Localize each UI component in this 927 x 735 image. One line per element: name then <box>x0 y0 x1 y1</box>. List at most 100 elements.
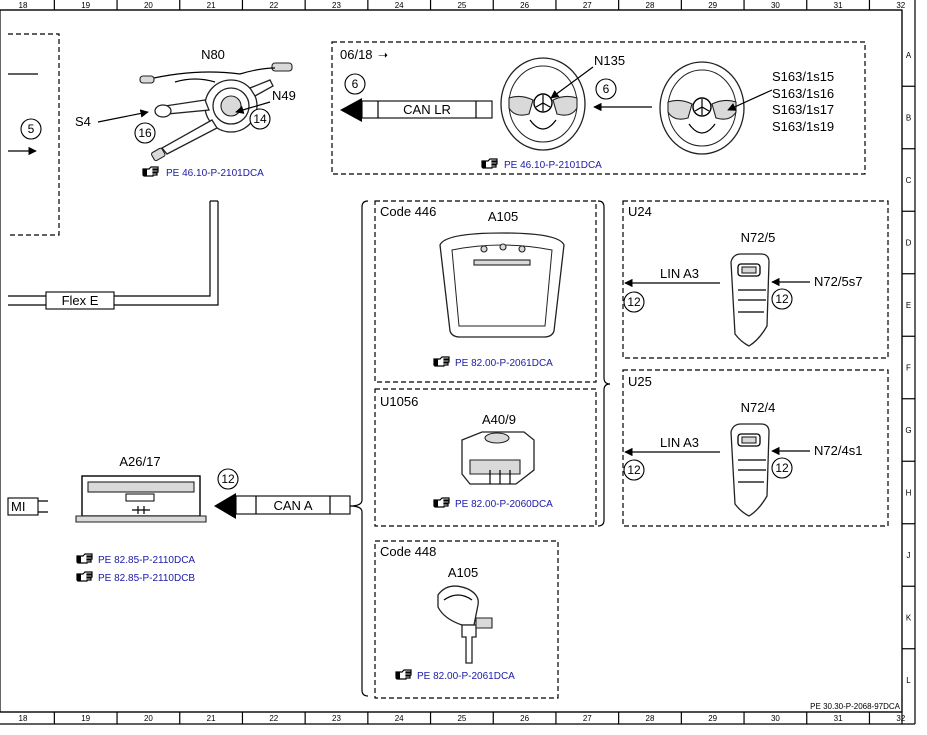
pointing-hand-icon <box>433 497 450 508</box>
circle-14: 14 <box>253 112 267 126</box>
u24-box: U24 N72/5 LIN A3 12 N72/5s7 12 <box>622 200 889 359</box>
group-brace <box>349 200 369 697</box>
a26-circle: 12 <box>221 472 235 486</box>
column-label: 24 <box>395 714 404 723</box>
flex-e-label: Flex E <box>62 293 99 308</box>
row-label: G <box>905 426 911 435</box>
left-circle-label: 5 <box>28 122 35 136</box>
u24-title: N72/5 <box>741 230 776 245</box>
u1056-title: A40/9 <box>482 412 516 427</box>
column-label: 22 <box>269 714 278 723</box>
row-label: J <box>907 551 911 560</box>
a26-module: A26/17 MI CAN A 12 PE 82.85-P-2110DCA PE… <box>7 454 351 584</box>
column-label: 18 <box>19 714 28 723</box>
column-label: 23 <box>332 714 341 723</box>
flex-e-bus: Flex E <box>8 200 219 310</box>
connector-circle <box>20 118 42 140</box>
u24-bus: LIN A3 <box>660 266 699 281</box>
column-label: 21 <box>207 714 216 723</box>
u25-switch: N72/4s1 <box>814 443 862 458</box>
steering-wheel-n135 <box>500 57 586 151</box>
code448-ref: PE 82.00-P-2061DCA <box>417 671 515 682</box>
column-label: 27 <box>583 714 592 723</box>
column-label: 28 <box>646 714 655 723</box>
date-label: 06/18 <box>340 47 373 62</box>
left-panel: 5 <box>8 33 60 236</box>
switch-s1s16: S163/1s16 <box>772 86 834 101</box>
code446-title: A105 <box>488 209 518 224</box>
row-label: B <box>906 114 911 123</box>
n80-title: N80 <box>201 47 225 62</box>
code446-box: Code 446 A105 PE 82.00-P-2061DCA <box>374 200 597 383</box>
u25-label: U25 <box>628 374 652 389</box>
code448-title: A105 <box>448 565 478 580</box>
column-label: 32 <box>896 714 905 723</box>
row-label: D <box>906 239 912 248</box>
column-label: 26 <box>520 714 529 723</box>
column-label: 23 <box>332 1 341 10</box>
column-label: 25 <box>457 714 466 723</box>
column-label: 30 <box>771 714 780 723</box>
column-label: 26 <box>520 1 529 10</box>
u25-circle-right: 12 <box>775 461 789 475</box>
n135-label: N135 <box>594 53 625 68</box>
steering-switch-n80: N80 S4 N49 16 14 PE 46.10-P-2101DCA <box>75 47 296 179</box>
u24-circle-right: 12 <box>775 292 789 306</box>
column-label: 21 <box>207 1 216 10</box>
code448-box: Code 448 A105 PE 82.00-P-2061DCA <box>374 540 559 699</box>
switch-s1s17: S163/1s17 <box>772 102 834 117</box>
column-label: 29 <box>708 1 717 10</box>
steering-wheel-box: 06/18 ➝ 6 CAN LR N135 6 <box>331 41 866 175</box>
n49-label: N49 <box>272 88 296 103</box>
mi-label: MI <box>11 499 25 514</box>
column-label: 20 <box>144 1 153 10</box>
column-label: 19 <box>81 714 90 723</box>
u24-switch: N72/5s7 <box>814 274 862 289</box>
row-label: E <box>906 301 911 310</box>
u25-box: U25 N72/4 LIN A3 12 N72/4s1 12 <box>622 369 889 527</box>
column-label: 31 <box>834 1 843 10</box>
footer-id: PE 30.30-P-2068-97DCA <box>810 702 900 711</box>
s4-label: S4 <box>75 114 91 129</box>
arrow-glyph: ➝ <box>378 48 388 62</box>
circle-6-left: 6 <box>352 77 359 91</box>
column-label: 27 <box>583 1 592 10</box>
n80-ref: PE 46.10-P-2101DCA <box>166 168 264 179</box>
column-label: 28 <box>646 1 655 10</box>
a26-title: A26/17 <box>119 454 160 469</box>
column-label: 25 <box>457 1 466 10</box>
column-label: 29 <box>708 714 717 723</box>
pointing-hand-icon <box>481 158 498 169</box>
pointing-hand-icon <box>76 571 93 582</box>
u1056-box: U1056 A40/9 PE 82.00-P-2060DCA <box>374 388 597 527</box>
can-lr-label: CAN LR <box>403 102 451 117</box>
row-label: C <box>906 176 912 185</box>
code446-ref: PE 82.00-P-2061DCA <box>455 358 553 369</box>
column-label: 19 <box>81 1 90 10</box>
u25-title: N72/4 <box>741 400 776 415</box>
column-label: 18 <box>19 1 28 10</box>
column-label: 32 <box>896 1 905 10</box>
column-label: 30 <box>771 1 780 10</box>
switch-s1s19: S163/1s19 <box>772 119 834 134</box>
pointing-hand-icon <box>395 669 412 680</box>
code446-label: Code 446 <box>380 204 436 219</box>
u1056-label: U1056 <box>380 394 418 409</box>
switch-s1s15: S163/1s15 <box>772 69 834 84</box>
u25-bus: LIN A3 <box>660 435 699 450</box>
row-label: A <box>906 51 912 60</box>
column-label: 20 <box>144 714 153 723</box>
u24-circle-left: 12 <box>627 295 641 309</box>
row-label: L <box>906 676 911 685</box>
row-label: K <box>906 614 912 623</box>
u24-label: U24 <box>628 204 652 219</box>
pointing-hand-icon <box>433 356 450 367</box>
a26-ref-1: PE 82.85-P-2110DCA <box>98 555 195 566</box>
column-label: 22 <box>269 1 278 10</box>
code448-label: Code 448 <box>380 544 436 559</box>
can-a-label: CAN A <box>273 498 312 513</box>
column-label: 31 <box>834 714 843 723</box>
u25-circle-left: 12 <box>627 463 641 477</box>
pointing-hand-icon <box>76 553 93 564</box>
